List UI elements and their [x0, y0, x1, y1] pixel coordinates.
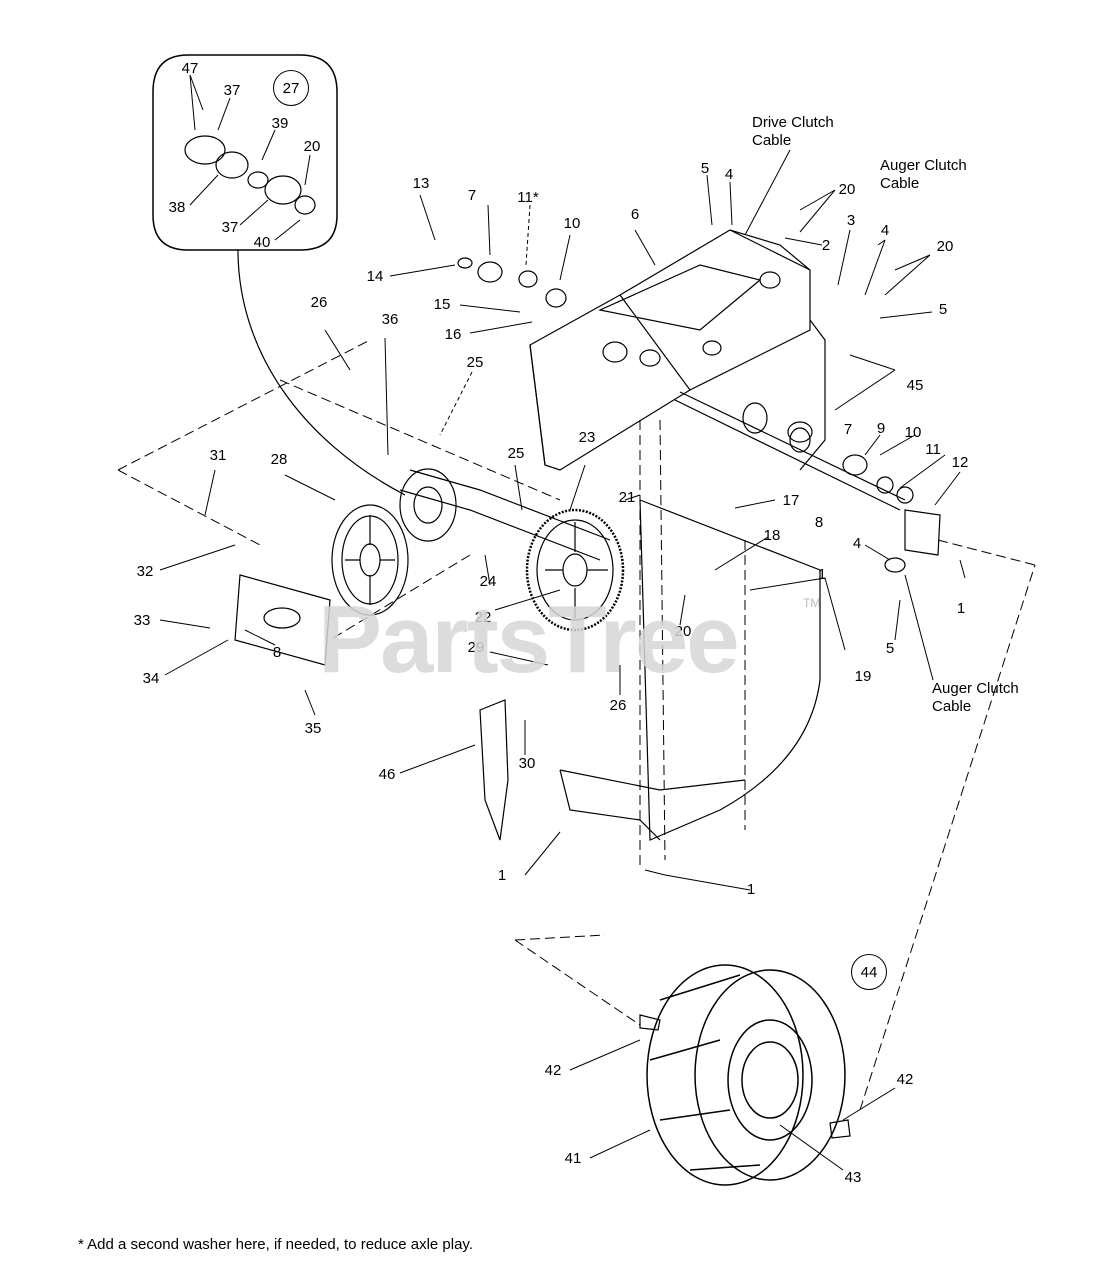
callout-3: 3 — [846, 212, 856, 229]
callout-10b: 10 — [904, 424, 922, 441]
callout-30: 30 — [518, 755, 536, 772]
callout-1a: 1 — [817, 566, 827, 583]
callout-12: 12 — [951, 454, 969, 471]
callout-13: 13 — [412, 175, 430, 192]
callout-11: 11 — [925, 441, 941, 458]
callout-32: 32 — [136, 563, 154, 580]
callout-31: 31 — [209, 447, 227, 464]
callout-29: 29 — [467, 639, 485, 656]
callout-23: 23 — [578, 429, 596, 446]
callout-2: 2 — [821, 237, 831, 254]
auger-clutch-cable-label-top: Auger Clutch Cable — [880, 157, 967, 192]
callout-11-star: 11* — [517, 189, 539, 206]
shift-bracket — [479, 699, 509, 841]
callout-17: 17 — [782, 492, 800, 509]
callout-46: 46 — [378, 766, 396, 783]
callout-inset-47: 47 — [181, 60, 199, 77]
shift-plate — [234, 574, 331, 666]
callout-inset-38: 38 — [168, 199, 186, 216]
hub-flange — [399, 468, 457, 542]
callout-33: 33 — [133, 612, 151, 629]
callout-6: 6 — [630, 206, 640, 223]
callout-inset-40: 40 — [253, 234, 271, 251]
callout-10a: 10 — [563, 215, 581, 232]
friction-wheel — [331, 504, 409, 616]
inset-flange — [184, 135, 226, 165]
axle-spacer-right — [829, 1119, 851, 1139]
callout-43: 43 — [844, 1169, 862, 1186]
lower-housing — [559, 499, 821, 841]
callout-1b: 1 — [956, 600, 966, 617]
callout-26b: 26 — [609, 697, 627, 714]
inset-flange-b — [264, 175, 302, 205]
wheel-assembly-circled-label: 44 — [851, 954, 887, 990]
callout-34: 34 — [142, 670, 160, 687]
inset-bearing — [247, 171, 269, 189]
callout-1c: 1 — [497, 867, 507, 884]
wheel-tire — [646, 964, 846, 1186]
housing-frame — [529, 229, 826, 471]
callout-42b: 42 — [896, 1071, 914, 1088]
callout-42a: 42 — [544, 1062, 562, 1079]
callout-24: 24 — [479, 573, 497, 590]
drive-clutch-cable-label: Drive Clutch Cable — [752, 114, 834, 149]
inset-circled-label: 27 — [273, 70, 309, 106]
callout-21: 21 — [618, 489, 636, 506]
callout-5c: 5 — [885, 640, 895, 657]
watermark-trademark: TM — [803, 596, 821, 610]
callout-4c: 4 — [852, 535, 862, 552]
callout-5a: 5 — [700, 160, 710, 177]
callout-14: 14 — [366, 268, 384, 285]
callout-25a: 25 — [466, 354, 484, 371]
callout-inset-39: 39 — [271, 115, 289, 132]
auger-clutch-cable-label-bottom: Auger Clutch Cable — [932, 680, 1019, 715]
callout-inset-37b: 37 — [221, 219, 239, 236]
axle — [399, 391, 906, 561]
callout-22: 22 — [474, 609, 492, 626]
axle-spacer-left — [639, 1014, 661, 1031]
inset-cap — [294, 195, 316, 215]
callout-18: 18 — [763, 527, 781, 544]
callout-35: 35 — [304, 720, 322, 737]
callout-inset-37a: 37 — [223, 82, 241, 99]
callout-25b: 25 — [507, 445, 525, 462]
callout-36: 36 — [381, 311, 399, 328]
footnote: * Add a second washer here, if needed, t… — [78, 1236, 473, 1253]
callout-20a: 20 — [838, 181, 856, 198]
callout-7b: 7 — [843, 421, 853, 438]
callout-5b: 5 — [938, 301, 948, 318]
watermark-logo: PartsTree — [318, 586, 740, 693]
callout-8b: 8 — [272, 644, 282, 661]
callout-41: 41 — [564, 1150, 582, 1167]
right-bracket — [904, 509, 941, 556]
inset-box — [152, 54, 338, 251]
callout-inset-20: 20 — [303, 138, 321, 155]
callout-45: 45 — [906, 377, 924, 394]
large-gear — [525, 508, 625, 632]
callout-9: 9 — [876, 420, 886, 437]
callout-1d: 1 — [746, 881, 756, 898]
callout-20b: 20 — [936, 238, 954, 255]
callout-26a: 26 — [310, 294, 328, 311]
callout-28: 28 — [270, 451, 288, 468]
callout-7a: 7 — [467, 187, 477, 204]
callout-16: 16 — [444, 326, 462, 343]
callout-20c: 20 — [674, 623, 692, 640]
callout-15: 15 — [433, 296, 451, 313]
inset-leader-curve — [237, 249, 406, 496]
callout-4a: 4 — [724, 166, 734, 183]
callout-4b: 4 — [880, 222, 890, 239]
callout-19: 19 — [854, 668, 872, 685]
callout-8a: 8 — [814, 514, 824, 531]
